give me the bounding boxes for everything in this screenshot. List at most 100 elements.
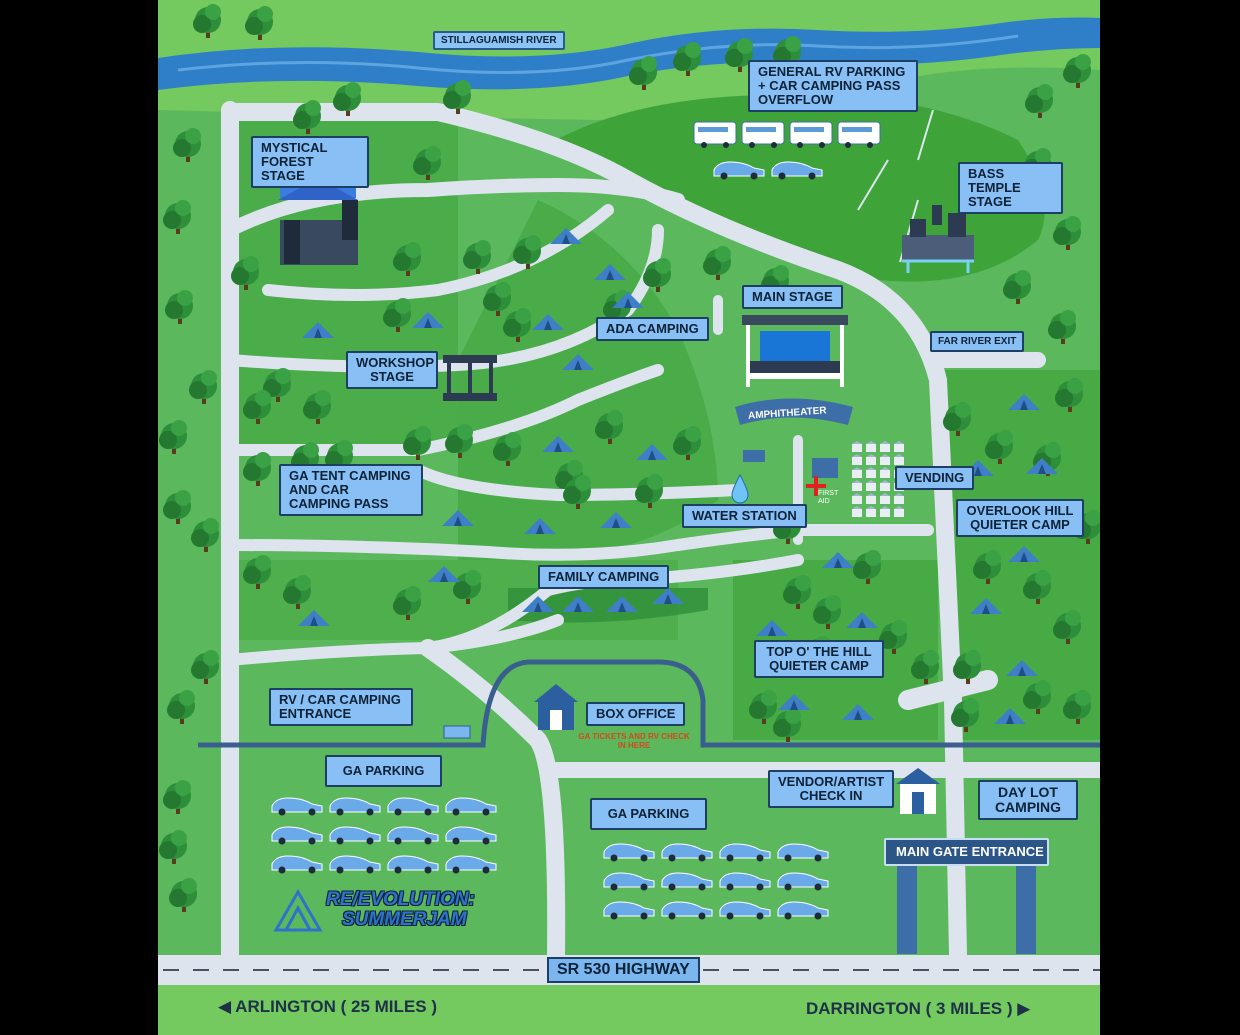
tree-icon (673, 426, 701, 460)
family-camping-area (508, 588, 708, 623)
tent-icon (1008, 394, 1040, 410)
tent-icon (652, 588, 684, 604)
rv-icon (693, 121, 737, 148)
logo-icon (273, 889, 323, 932)
tree-icon (163, 780, 191, 814)
tree-icon (1055, 378, 1083, 412)
car-icon (661, 843, 713, 862)
festival-map: STILLAGUAMISH RIVER GENERAL RV PARKING +… (158, 0, 1100, 1035)
vending-stall (852, 493, 862, 504)
tree-icon (985, 430, 1013, 464)
car-icon (387, 855, 439, 874)
tent-icon (970, 598, 1002, 614)
tree-icon (231, 256, 259, 290)
tree-icon (243, 555, 271, 589)
gazebo-icon (443, 355, 497, 401)
vending-stall (866, 467, 876, 478)
car-icon (777, 872, 829, 891)
rv-icon (789, 121, 833, 148)
top-o-hill-label: TOP O' THE HILL QUIETER CAMP (754, 640, 884, 678)
car-icon (445, 797, 497, 816)
tree-icon (1063, 54, 1091, 88)
arrow-right-icon: ▶ (1012, 999, 1031, 1018)
tree-icon (163, 490, 191, 524)
tent-icon (636, 444, 668, 460)
tent-icon (542, 436, 574, 452)
tree-icon (635, 474, 663, 508)
car-icon (603, 901, 655, 920)
vending-stall (880, 480, 890, 491)
ga-parking-right-label: GA PARKING (590, 798, 707, 830)
tree-icon (783, 575, 811, 609)
tent-icon (524, 518, 556, 534)
tent-icon (302, 322, 334, 338)
tent-icon (994, 708, 1026, 724)
vending-stall (894, 454, 904, 465)
main-gate-post-left (897, 862, 917, 954)
car-icon (271, 855, 323, 874)
tent-icon (522, 596, 554, 612)
car-icon (271, 826, 323, 845)
river-label: STILLAGUAMISH RIVER (433, 31, 565, 50)
tree-icon (163, 200, 191, 234)
main-gate-post-right (1016, 862, 1036, 954)
tree-icon (973, 550, 1001, 584)
amphitheater-shape (735, 398, 853, 425)
car-icon (771, 161, 823, 180)
far-river-exit-label: FAR RIVER EXIT (930, 331, 1025, 352)
car-icon (445, 826, 497, 845)
vendor-checkin-label: VENDOR/ARTIST CHECK IN (768, 770, 894, 808)
vending-stall (880, 467, 890, 478)
tree-icon (725, 38, 753, 72)
car-icon (603, 843, 655, 862)
water-tank (743, 450, 765, 462)
vending-stall (852, 454, 862, 465)
arlington-label: ◀ ARLINGTON ( 25 MILES ) (218, 997, 437, 1016)
tent-icon (756, 620, 788, 636)
arrow-left-icon: ◀ (218, 997, 236, 1016)
darrington-label: DARRINGTON ( 3 MILES ) ▶ (806, 999, 1031, 1018)
tree-icon (513, 235, 541, 269)
tree-icon (165, 290, 193, 324)
tree-icon (245, 6, 273, 40)
tree-icon (703, 246, 731, 280)
building-icon (534, 684, 578, 730)
vending-stall (880, 454, 890, 465)
vending-stall (866, 454, 876, 465)
tent-icon (1006, 660, 1038, 676)
tree-icon (595, 410, 623, 444)
logo-text: RE/EVOLUTION: SUMMERJAM (326, 889, 475, 930)
tent-icon (600, 512, 632, 528)
car-icon (329, 826, 381, 845)
car-icon (719, 901, 771, 920)
tree-icon (879, 620, 907, 654)
vending-stall (852, 467, 862, 478)
vending-stall (866, 441, 876, 452)
vending-stalls (852, 441, 904, 517)
tent-icon (842, 704, 874, 720)
mystical-forest-label: MYSTICAL FOREST STAGE (251, 136, 369, 188)
tree-icon (159, 420, 187, 454)
box-office-note: GA TICKETS AND RV CHECK IN HERE (578, 732, 690, 750)
vending-stall (866, 480, 876, 491)
tree-icon (413, 146, 441, 180)
tree-icon (493, 432, 521, 466)
tree-icon (951, 698, 979, 732)
overlook-hill-label: OVERLOOK HILL QUIETER CAMP (956, 499, 1084, 537)
tent-icon (1008, 546, 1040, 562)
tree-icon (333, 82, 361, 116)
tent-icon (412, 312, 444, 328)
main-gate-label: MAIN GATE ENTRANCE (884, 838, 1049, 866)
tree-icon (167, 690, 195, 724)
tree-icon (283, 575, 311, 609)
river (158, 17, 1100, 90)
water-station-label: WATER STATION (682, 504, 807, 528)
tent-icon (442, 510, 474, 526)
tent-icon (550, 228, 582, 244)
car-icon (271, 797, 323, 816)
tree-icon (953, 650, 981, 684)
tent-icon (822, 552, 854, 568)
tree-icon (1025, 84, 1053, 118)
tree-icon (749, 690, 777, 724)
tent-group (298, 228, 1058, 724)
